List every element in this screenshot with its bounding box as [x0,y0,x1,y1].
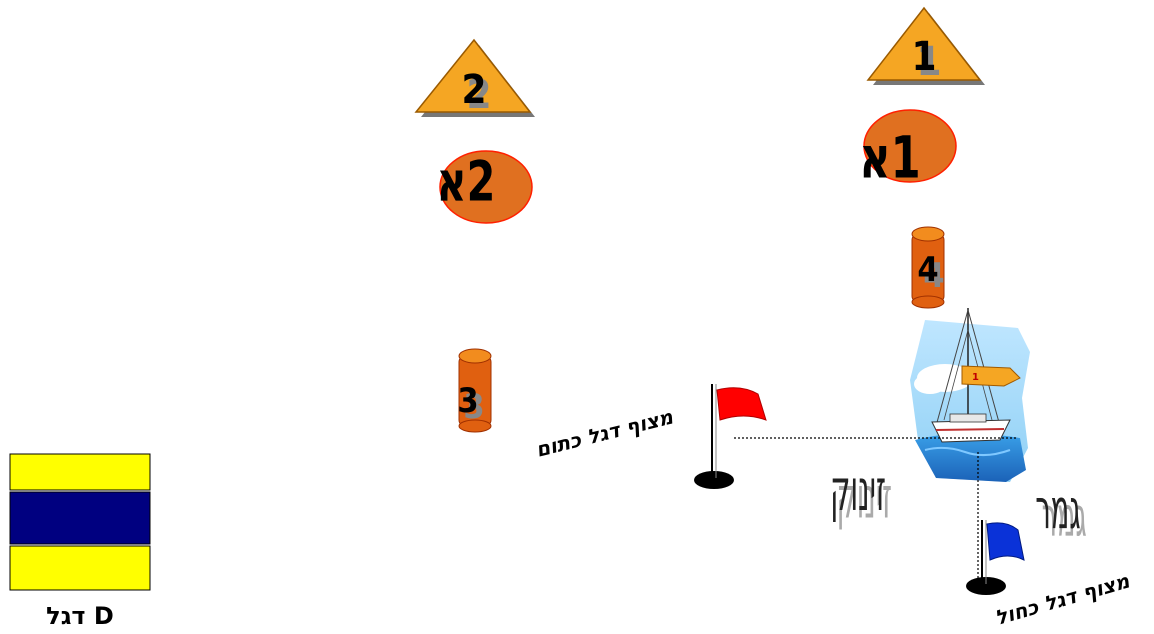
svg-text:1: 1 [972,372,979,383]
orange-flag-pin-buoy [694,384,766,489]
orange-pin-flag [717,388,766,420]
mark-4-cylinder-buoy: 4 4 [912,227,945,308]
blue-flag-pin-buoy [966,520,1024,595]
start-label: זינוק זינוק [830,457,892,532]
mark-2a-label: 2א [437,149,496,213]
mark-3-label: 3 [457,381,478,421]
mark-2-triangle-buoy: 2 2 [416,40,535,118]
svg-text:גמר: גמר [1035,479,1080,542]
mark-2a-ball-buoy: 2א [437,149,532,223]
flag-d [10,454,150,590]
mark-4-label: 4 [917,250,938,290]
mark-1-label: 1 [911,34,936,80]
blue-pin-flag [987,523,1024,560]
mark-2-label: 2 [461,67,486,113]
blue-flag-buoy-label: מצוף דגל כחול [992,568,1132,629]
flag-d-label: דגל D [46,602,114,630]
mark-1a-ball-buoy: 1א [859,110,956,192]
mark-3-cylinder-buoy: 3 3 [457,349,491,432]
committee-boat-image: 1 [910,308,1030,482]
finish-label: גמר גמר [1035,479,1086,550]
mark-1-triangle-buoy: 1 1 [868,8,985,85]
svg-text:זינוק: זינוק [830,457,886,524]
orange-flag-buoy-label: מצוף דגל כתום [533,404,676,461]
mark-1a-label: 1א [859,124,920,191]
